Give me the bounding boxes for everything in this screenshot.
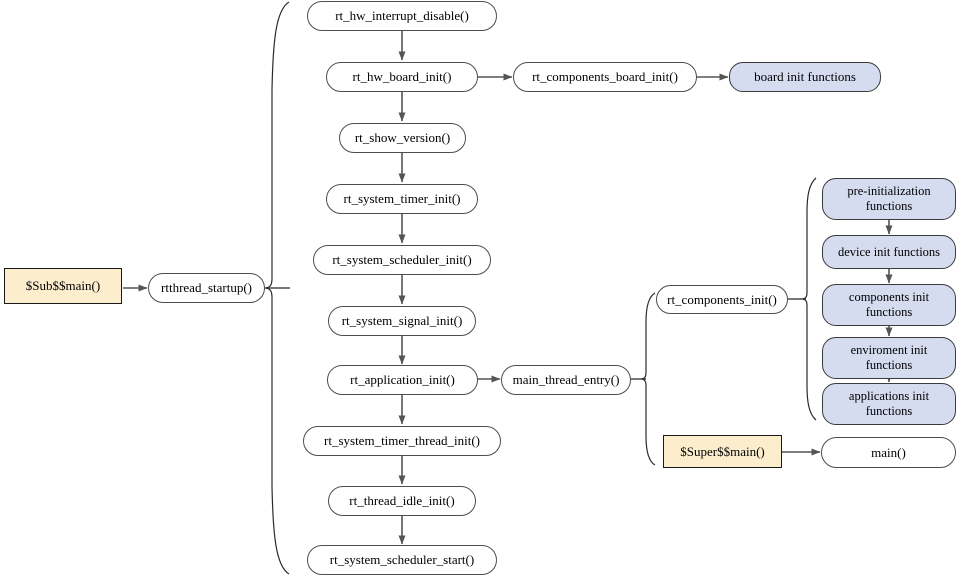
- stage-line-1: applications init: [848, 389, 930, 403]
- node-main-thread-entry[interactable]: main_thread_entry(): [501, 365, 631, 395]
- node-rt-show-version[interactable]: rt_show_version(): [339, 123, 466, 153]
- node-rt-system-signal-init[interactable]: rt_system_signal_init(): [328, 306, 476, 336]
- stage-line-1: enviroment init: [850, 343, 928, 357]
- stage-line-2: functions: [865, 358, 913, 372]
- node-device-init-functions[interactable]: device init functions: [822, 235, 956, 269]
- stage-line-2: functions: [865, 404, 913, 418]
- node-rt-system-timer-thread-init[interactable]: rt_system_timer_thread_init(): [303, 426, 501, 456]
- node-main[interactable]: main(): [821, 437, 956, 468]
- node-rt-hw-board-init[interactable]: rt_hw_board_init(): [326, 62, 478, 92]
- node-applications-init-functions[interactable]: applications init functions: [822, 383, 956, 425]
- node-rt-thread-idle-init[interactable]: rt_thread_idle_init(): [328, 486, 476, 516]
- stage-line-2: functions: [865, 199, 913, 213]
- node-rt-application-init[interactable]: rt_application_init(): [327, 365, 478, 395]
- node-rt-system-scheduler-start[interactable]: rt_system_scheduler_start(): [307, 545, 497, 575]
- stage-line-1: components init: [848, 290, 930, 304]
- stage-line-2: functions: [865, 305, 913, 319]
- node-enviroment-init-functions[interactable]: enviroment init functions: [822, 337, 956, 379]
- node-rtthread-startup[interactable]: rtthread_startup(): [148, 273, 265, 303]
- node-components-init-functions[interactable]: components init functions: [822, 284, 956, 326]
- node-rt-system-timer-init[interactable]: rt_system_timer_init(): [326, 184, 478, 214]
- stage-line-1: pre-initialization: [847, 184, 931, 198]
- node-rt-system-scheduler-init[interactable]: rt_system_scheduler_init(): [313, 245, 491, 275]
- stage-line-1: device init functions: [837, 244, 941, 259]
- node-pre-initialization-functions[interactable]: pre-initialization functions: [822, 178, 956, 220]
- node-rt-hw-interrupt-disable[interactable]: rt_hw_interrupt_disable(): [307, 1, 497, 31]
- node-board-init-functions[interactable]: board init functions: [729, 62, 881, 92]
- node-rt-components-board-init[interactable]: rt_components_board_init(): [513, 62, 697, 92]
- node-sub-main[interactable]: $Sub$$main(): [4, 268, 122, 304]
- node-super-main[interactable]: $Super$$main(): [663, 435, 782, 468]
- node-rt-components-init[interactable]: rt_components_init(): [656, 285, 788, 314]
